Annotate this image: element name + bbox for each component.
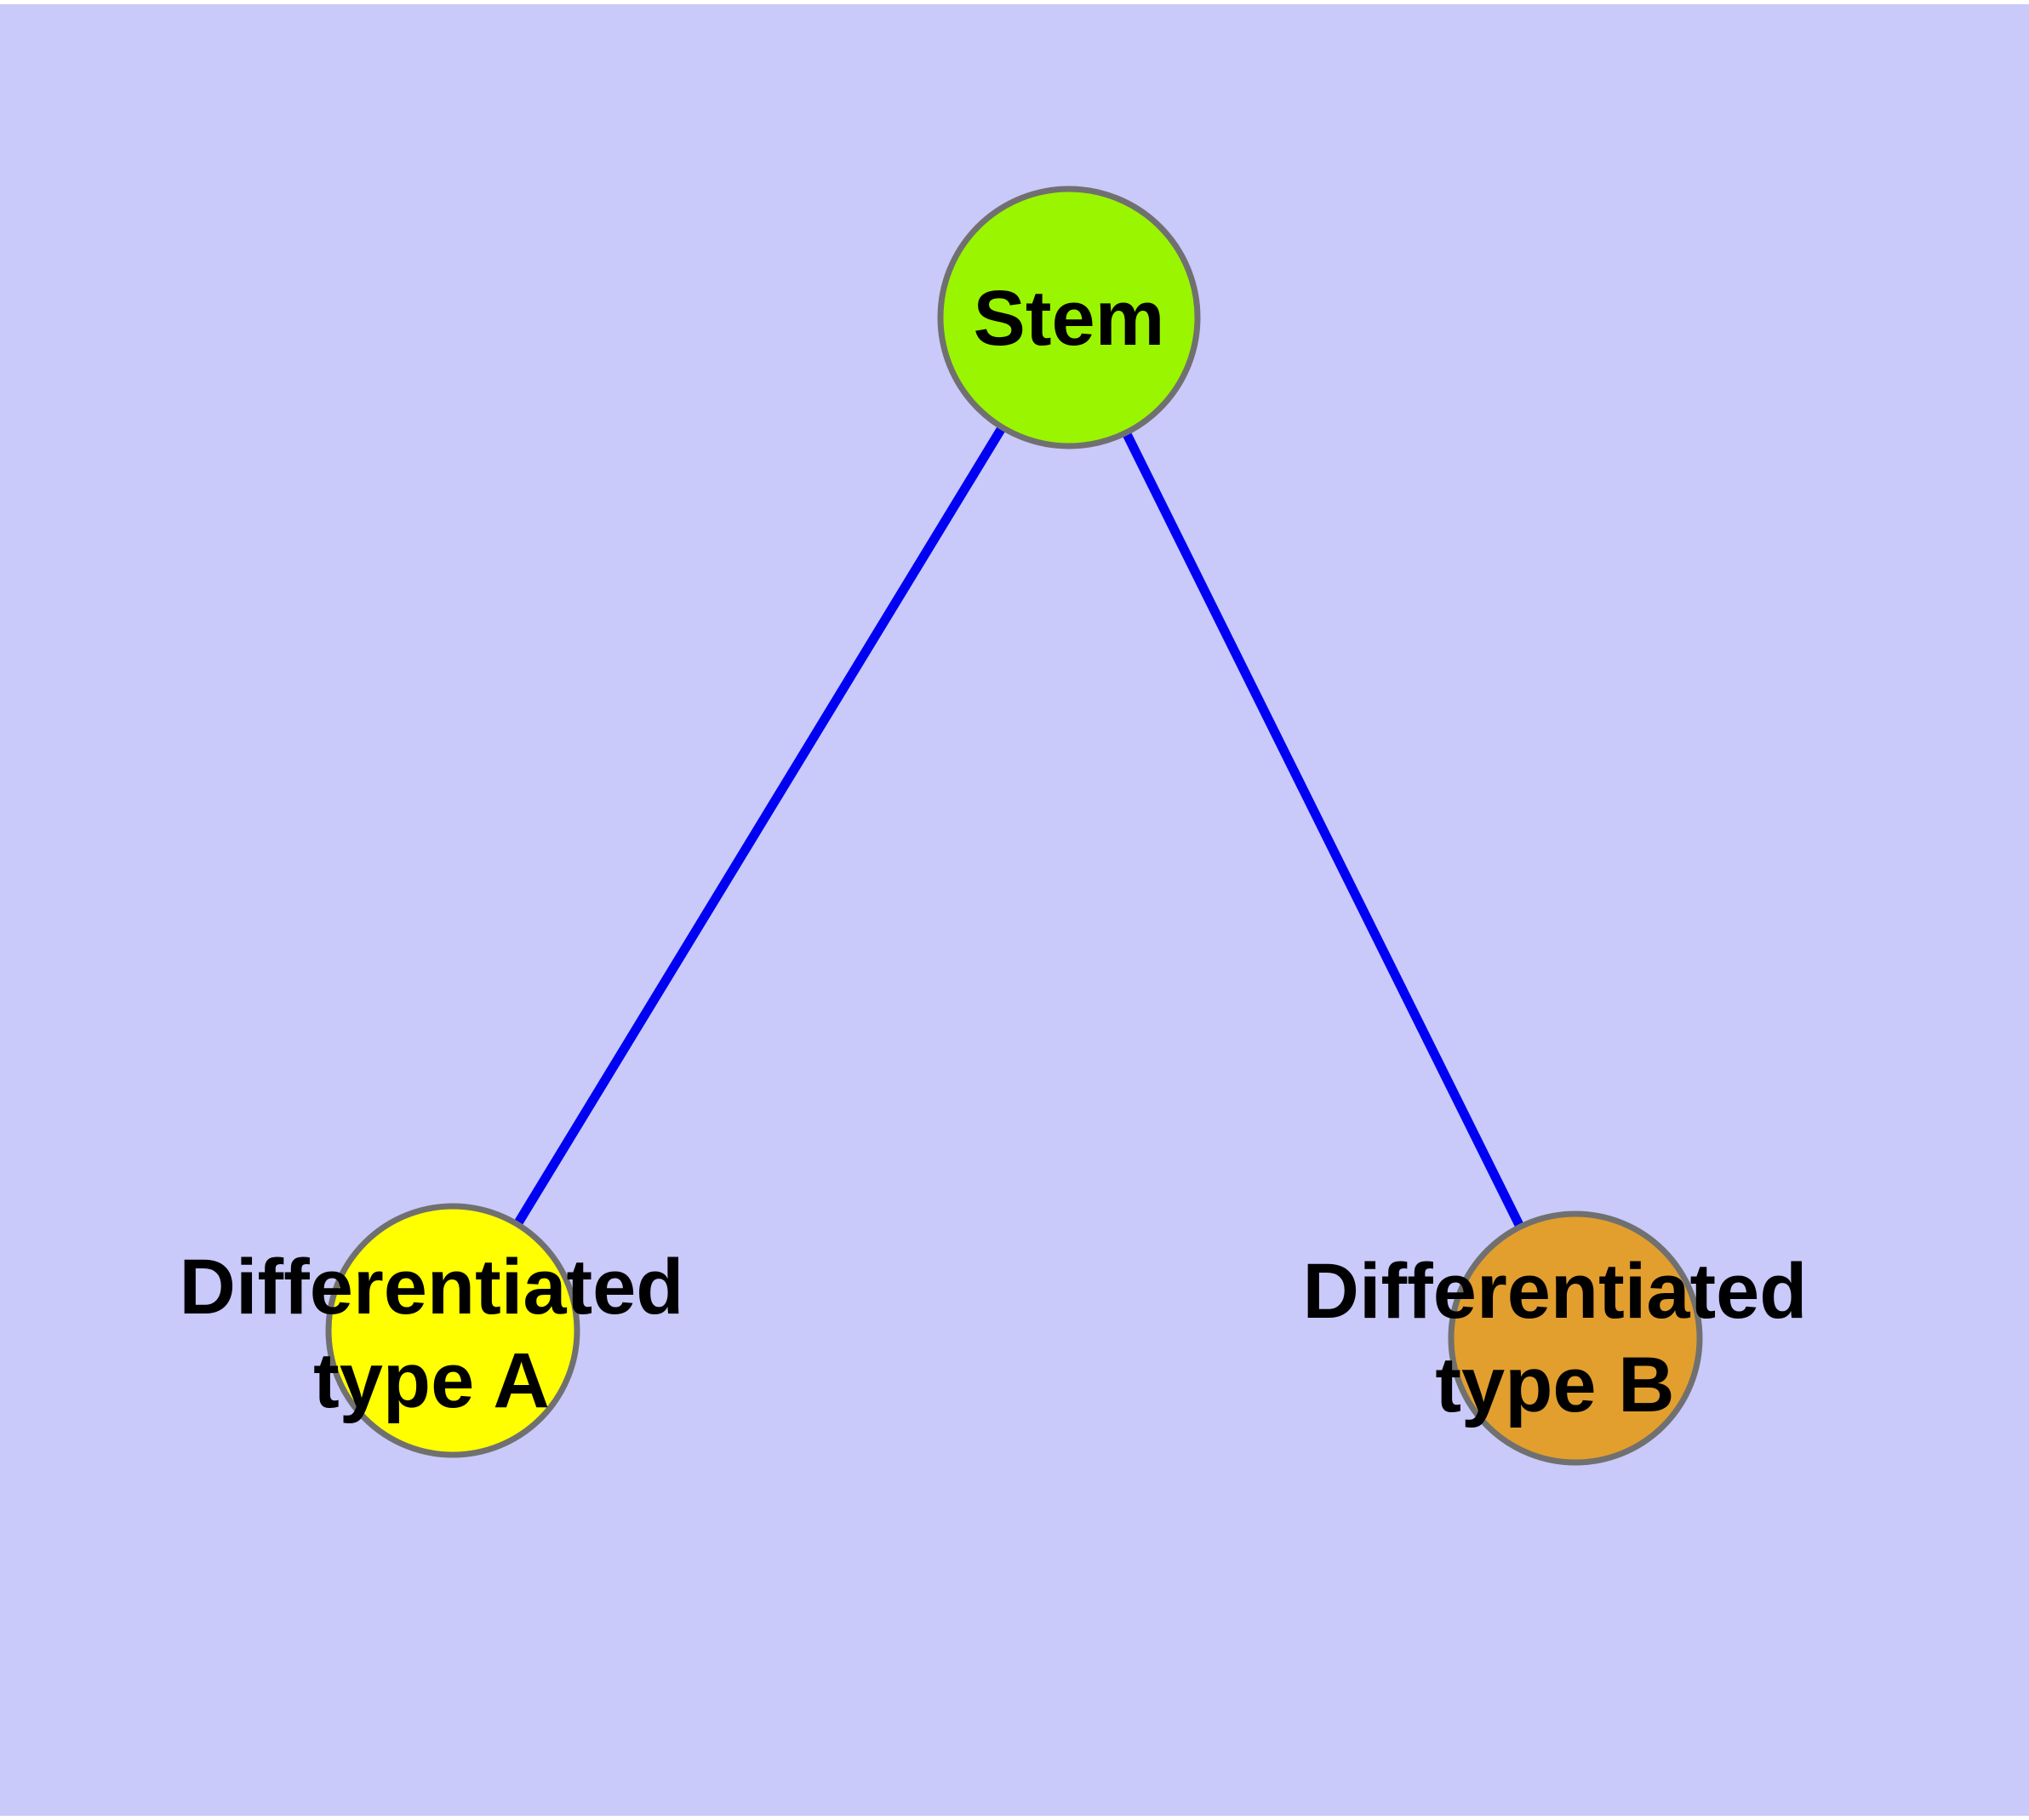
edge-stem-typeb <box>1064 312 1580 1343</box>
node-typea-circle <box>325 1203 580 1458</box>
node-stem-circle <box>937 186 1201 449</box>
nodes-group <box>325 186 1703 1466</box>
edge-stem-typea <box>448 312 1074 1336</box>
node-typeb-circle <box>1448 1210 1703 1466</box>
edges-group <box>448 312 1580 1343</box>
